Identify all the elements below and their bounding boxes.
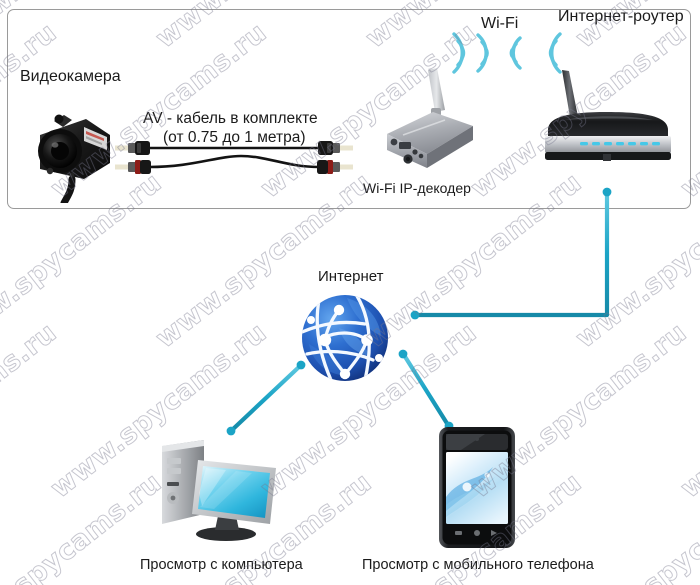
rca-plug-left-lower <box>115 160 151 174</box>
video-camera-icon <box>38 114 110 203</box>
label-pc-viewing: Просмотр с компьютера <box>140 557 303 573</box>
label-wifi: Wi-Fi <box>481 15 519 32</box>
link-router-internet <box>410 187 612 320</box>
label-phone-viewing: Просмотр с мобильного телефона <box>362 557 594 573</box>
label-router: Интернет-роутер <box>558 8 684 25</box>
link-internet-phone <box>398 349 454 431</box>
equipment-panel <box>7 9 691 209</box>
mobile-phone-icon <box>439 427 515 548</box>
desktop-computer-icon <box>162 440 276 541</box>
label-camera: Видеокамера <box>20 68 121 85</box>
wifi-signal-icon <box>452 32 562 74</box>
label-internet: Интернет <box>318 268 384 285</box>
link-internet-pc <box>226 360 306 436</box>
av-cable-icon <box>115 141 353 174</box>
label-av-cable-length: (от 0.75 до 1 метра) <box>163 129 306 146</box>
label-av-cable: AV - кабель в комплекте <box>143 110 318 127</box>
router-led-row <box>580 142 660 146</box>
rca-plug-right-lower <box>317 160 353 174</box>
internet-router-icon <box>545 70 671 161</box>
wifi-ip-decoder-icon <box>387 68 473 168</box>
rca-plug-right-upper <box>318 141 353 155</box>
label-decoder: Wi-Fi IP-декодер <box>363 180 471 196</box>
rca-plug-left-upper <box>115 141 150 155</box>
internet-globe-icon <box>302 295 388 381</box>
